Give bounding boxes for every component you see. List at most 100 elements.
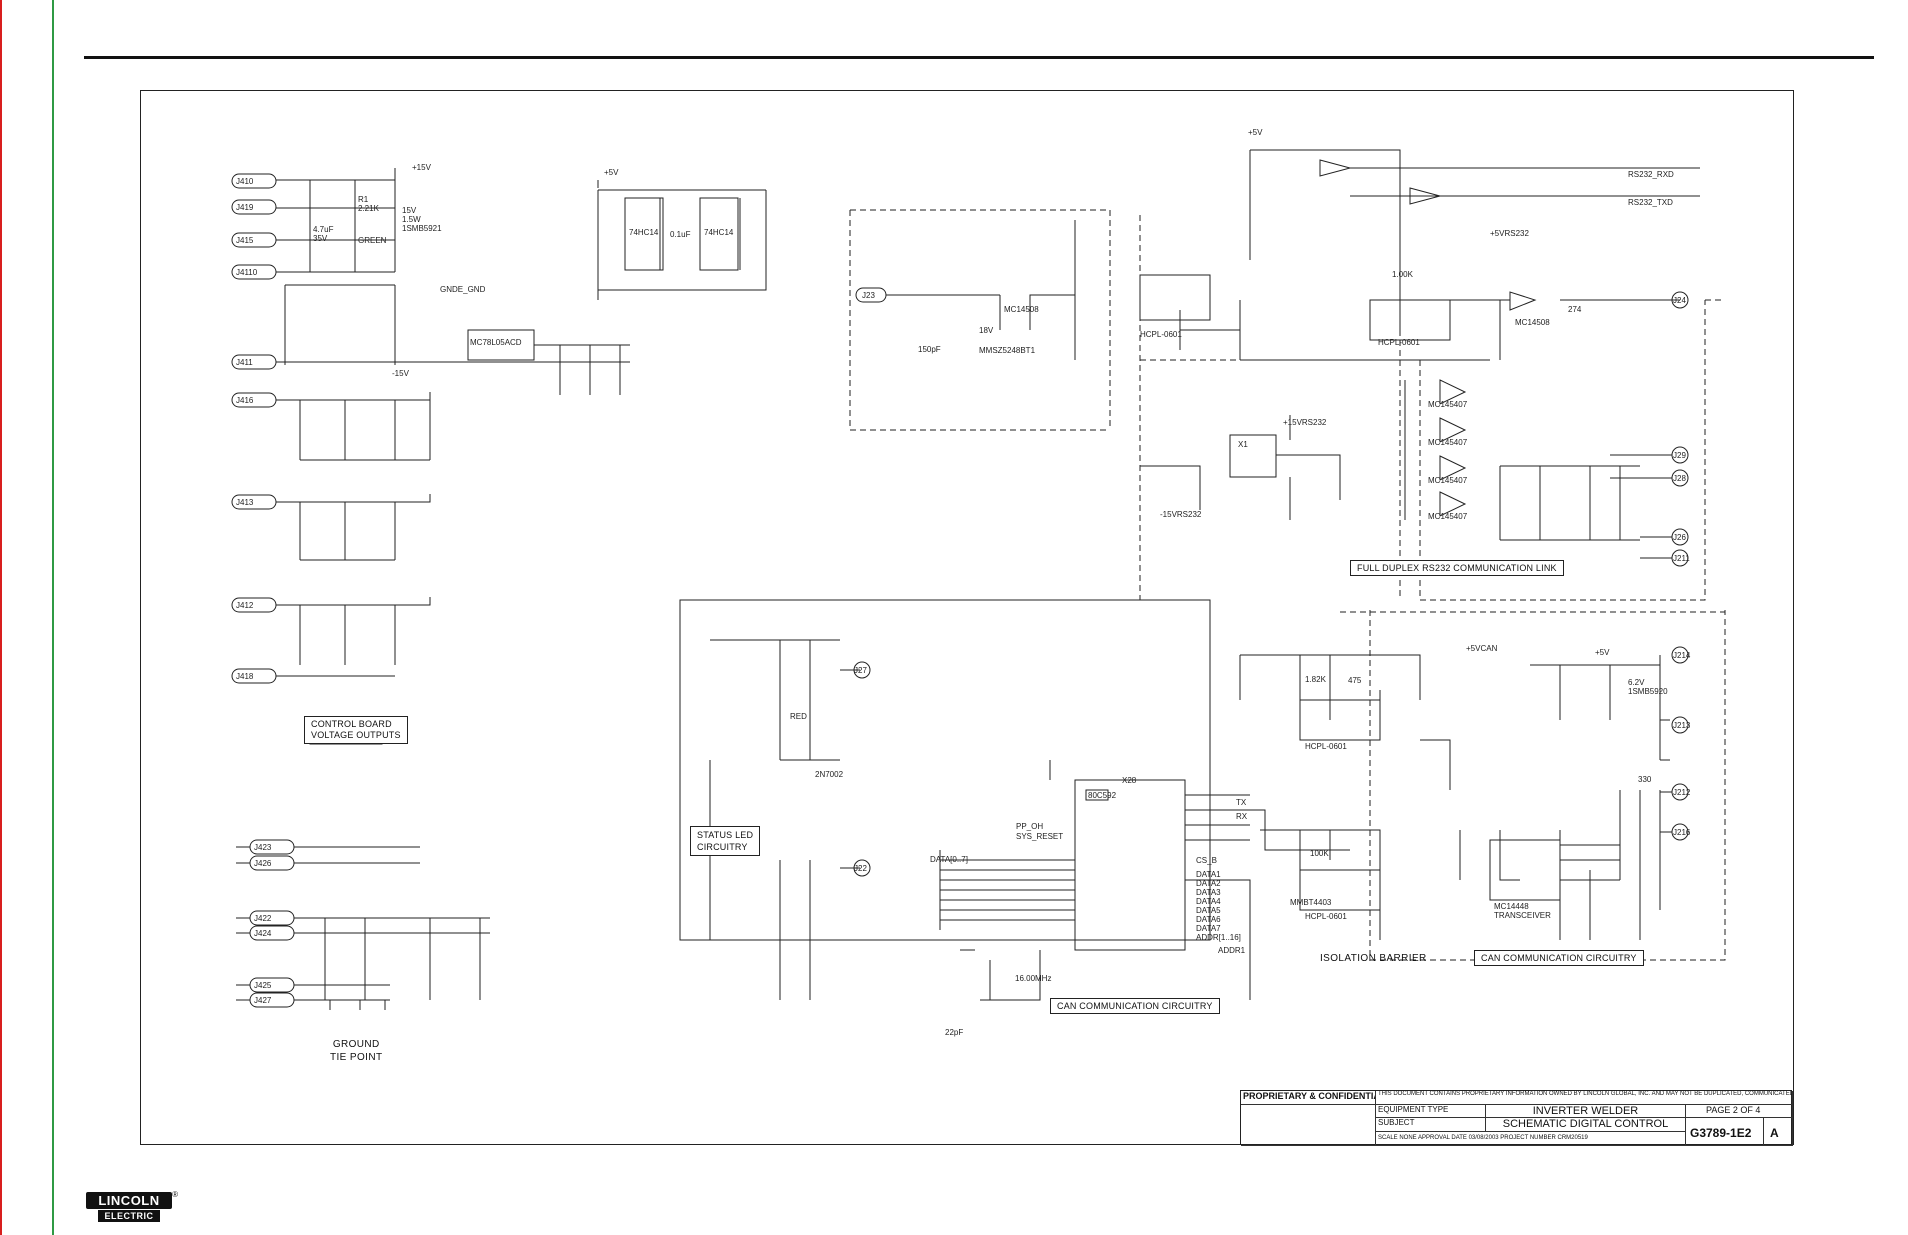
component-value: 274 xyxy=(1568,305,1582,314)
ic-label: 80C592 xyxy=(1088,791,1117,800)
connector-label: J213 xyxy=(1673,721,1691,730)
power-supply-section xyxy=(236,168,630,745)
isolation-barrier xyxy=(849,150,1726,961)
section-line: TIE POINT xyxy=(330,1052,383,1063)
net-label: -15VRS232 xyxy=(1160,510,1202,519)
component-ref: R1 xyxy=(358,195,369,204)
equipment-type-label: EQUIPMENT TYPE xyxy=(1376,1105,1486,1118)
ic-label: MC145407 xyxy=(1428,476,1468,485)
rs232-link-label: FULL DUPLEX RS232 COMMUNICATION LINK xyxy=(1350,560,1564,576)
net-label: ADDR[1..16] xyxy=(1196,933,1241,942)
connector-label: J211 xyxy=(1673,554,1690,563)
equipment-type-value: INVERTER WELDER xyxy=(1486,1105,1686,1118)
ic-label: X1 xyxy=(1238,440,1248,449)
logo-bottom: ELECTRIC xyxy=(98,1210,160,1222)
connector-label: J216 xyxy=(1673,828,1691,837)
component-value: 2N7002 xyxy=(815,770,844,779)
component-value: 22pF xyxy=(945,1028,964,1037)
net-label: PP_OH xyxy=(1016,822,1044,831)
connector-label: J423 xyxy=(254,843,272,852)
component-value: 150pF xyxy=(918,345,941,354)
registered-mark: ® xyxy=(172,1190,178,1199)
connector-label: J425 xyxy=(254,981,272,990)
document-number: G3789-1E2 xyxy=(1686,1118,1764,1146)
net-label: +15VRS232 xyxy=(1283,418,1327,427)
component-value: MMBT4403 xyxy=(1290,898,1332,907)
net-label: RX xyxy=(1236,812,1248,821)
ic-label: MC14508 xyxy=(1004,305,1039,314)
ic-label: HCPL-0601 xyxy=(1305,742,1347,751)
ic-label: MC14508 xyxy=(1515,318,1550,327)
section-line: CIRCUITRY xyxy=(697,842,748,852)
net-label: RS232_TXD xyxy=(1628,198,1673,207)
net-label: +5V xyxy=(604,168,619,177)
can-communication-right-label: CAN COMMUNICATION CIRCUITRY xyxy=(1474,950,1644,966)
connectors-left xyxy=(231,173,887,1008)
logo-top: LINCOLN xyxy=(86,1192,172,1209)
title-block: PROPRIETARY & CONFIDENTIAL: THIS DOCUMEN… xyxy=(1240,1090,1793,1146)
component-value: 1.00K xyxy=(1392,270,1413,279)
connector-label: J4110 xyxy=(236,268,258,277)
connector-label: J22 xyxy=(854,864,867,873)
section-line: GROUND xyxy=(332,1039,380,1050)
page-label: PAGE xyxy=(1706,1105,1731,1115)
connector-label: J418 xyxy=(236,672,254,681)
net-label: CS_B xyxy=(1196,856,1217,865)
confidential-notice: THIS DOCUMENT CONTAINS PROPRIETARY INFOR… xyxy=(1376,1091,1793,1105)
connector-label: J24 xyxy=(1673,296,1686,305)
connector-label: J415 xyxy=(236,236,254,245)
component-value: 330 xyxy=(1638,775,1652,784)
can-communication-left-label: CAN COMMUNICATION CIRCUITRY xyxy=(1050,998,1220,1014)
drawing-metadata: SCALE NONE APPROVAL DATE 03/08/2003 PROJ… xyxy=(1376,1132,1686,1146)
net-label: DATA4 xyxy=(1196,897,1221,906)
connector-label: J424 xyxy=(254,929,272,938)
component-value: GREEN xyxy=(358,236,387,245)
component-value: MMSZ5248BT1 xyxy=(979,346,1036,355)
component-value: 16.00MHz xyxy=(1015,974,1052,983)
ic-label: 74HC14 xyxy=(704,228,734,237)
component-value: 4.7uF xyxy=(313,225,334,234)
net-label: RS232_RXD xyxy=(1628,170,1674,179)
net-label: +5VRS232 xyxy=(1490,229,1529,238)
connector-label: J426 xyxy=(254,859,272,868)
net-label: ADDR1 xyxy=(1218,946,1246,955)
component-value: RED xyxy=(790,712,807,721)
ic-label: MC14448 xyxy=(1494,902,1529,911)
net-label: SYS_RESET xyxy=(1016,832,1064,841)
ground-tie-point-label: GROUND TIE POINT xyxy=(330,1038,383,1064)
mcu-section xyxy=(939,760,1350,1001)
top-rule xyxy=(84,56,1874,59)
section-line: STATUS LED xyxy=(697,830,754,840)
connector-label: J26 xyxy=(1673,533,1686,542)
connector-label: J422 xyxy=(254,914,272,923)
connector-label: J412 xyxy=(236,601,254,610)
schematic-frame xyxy=(140,90,1794,1145)
connector-label: J411 xyxy=(236,358,253,367)
component-value: 1SMB5921 xyxy=(402,224,442,233)
margin-line-red xyxy=(0,0,2,1235)
connector-label: J214 xyxy=(1673,651,1691,660)
net-label: +15V xyxy=(412,163,431,172)
section-line: CONTROL BOARD xyxy=(311,719,392,729)
ic-label: HCPL-0601 xyxy=(1305,912,1347,921)
ic-label: TRANSCEIVER xyxy=(1494,911,1551,920)
component-value: 1.5W xyxy=(402,215,421,224)
ic-label: MC145407 xyxy=(1428,400,1468,409)
component-value: 2.21K xyxy=(358,204,379,213)
net-label: TX xyxy=(1236,798,1247,807)
ic-label: X28 xyxy=(1122,776,1137,785)
net-label: DATA3 xyxy=(1196,888,1221,897)
section-line: VOLTAGE OUTPUTS xyxy=(311,730,401,740)
status-led-section xyxy=(679,599,1211,1000)
net-label: DATA6 xyxy=(1196,915,1221,924)
connector-label: J27 xyxy=(854,666,867,675)
component-value: 0.1uF xyxy=(670,230,691,239)
subject-label: SUBJECT xyxy=(1376,1118,1486,1132)
connector-label: J212 xyxy=(1673,788,1691,797)
component-value: 100K xyxy=(1310,849,1329,858)
net-label: DATA7 xyxy=(1196,924,1221,933)
drawing-notes xyxy=(1241,1105,1376,1146)
component-value: 1SMB5920 xyxy=(1628,687,1668,696)
margin-line-green xyxy=(52,0,54,1235)
